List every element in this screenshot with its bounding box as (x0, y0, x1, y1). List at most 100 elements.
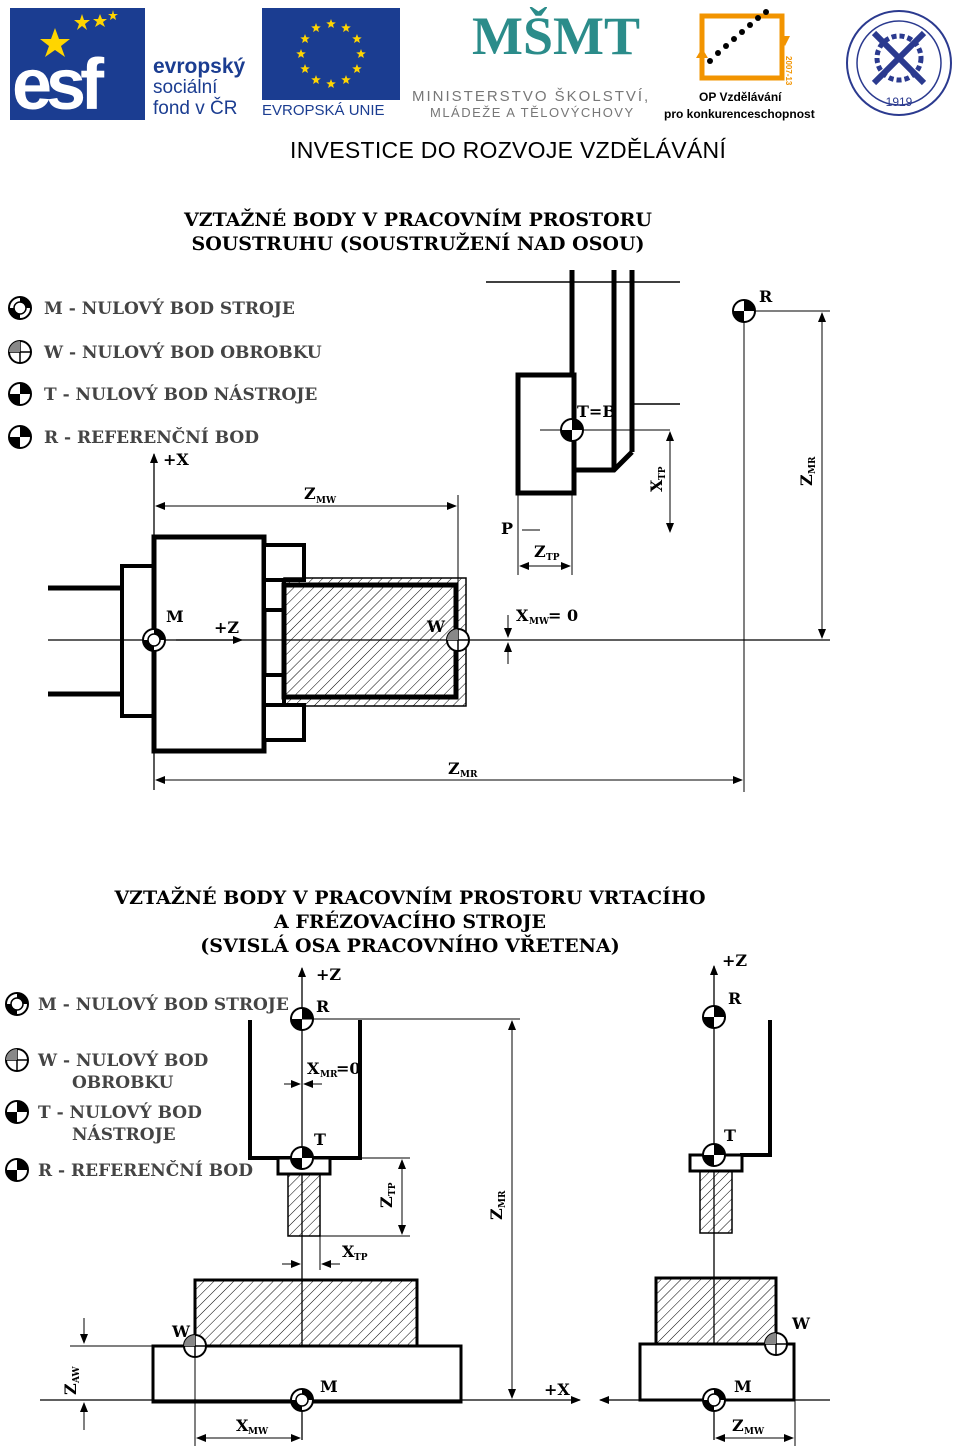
lathe-xtp: X (647, 479, 666, 492)
lathe-m: M (166, 607, 184, 626)
mill-zmr-sub: MR (498, 1190, 508, 1208)
mill-plus-x: +X (544, 1380, 570, 1399)
eu-star-icon (300, 64, 310, 73)
mill-legend-t-2: NÁSTROJE (72, 1124, 176, 1145)
lathe-ztp-sub: TP (546, 553, 560, 563)
esf-line3: fond v ČR (153, 98, 238, 119)
esf-line2: sociální (153, 77, 218, 98)
mill-plus-z: +Z (316, 965, 341, 984)
eu-star-icon (352, 64, 362, 73)
eu-star-icon (352, 34, 362, 43)
msmt-line1: MINISTERSTVO ŠKOLSTVÍ, (412, 88, 651, 105)
lathe-title-1: VZTAŽNÉ BODY V PRACOVNÍM PROSTORU (183, 208, 652, 231)
mill-xmr-val: =0 (336, 1059, 361, 1078)
seal-year: 1919 (886, 95, 913, 109)
legend-m-icon (8, 296, 32, 320)
lathe-r: R (759, 287, 773, 306)
lathe-zmw: Z (304, 484, 316, 503)
legend-r-icon (8, 425, 32, 449)
mill-zmw: Z (732, 1416, 744, 1435)
mill-legend-t-icon (5, 1100, 29, 1124)
mill-xmw: X (236, 1416, 249, 1435)
mill-t: T (314, 1130, 326, 1149)
mill-ztp: Z (377, 1196, 396, 1208)
eu-logo: EVROPSKÁ UNIE (262, 8, 400, 120)
mill-ztp-sub: TP (388, 1182, 398, 1196)
mill-legend-w-2: OBROBKU (72, 1073, 174, 1093)
mill-zmr: Z (487, 1208, 506, 1220)
esf-logo: esf evropský sociální fond v ČR (10, 8, 255, 120)
eu-flag-icon (262, 8, 400, 100)
mill-legend-r: R - REFERENČNÍ BOD (38, 1160, 253, 1181)
lathe-ztp: Z (534, 542, 546, 561)
mill-plus-z-2: +Z (722, 951, 747, 970)
mill-legend-r-icon (5, 1158, 29, 1182)
mill-t-2: T (724, 1126, 736, 1145)
seal-icon: 1919 (846, 10, 952, 116)
lathe-title-2: SOUSTRUHU (SOUSTRUŽENÍ NAD OSOU) (191, 232, 644, 255)
eu-star-icon (300, 34, 310, 43)
lathe-xmw: X (516, 606, 529, 625)
lathe-plus-x: +X (163, 450, 189, 469)
lathe-zmr-bottom: Z (448, 759, 460, 778)
lathe-legend-r: R - REFERENČNÍ BOD (44, 427, 259, 448)
op-logo: 2007-13 OP Vzdělávání pro konkurencescho… (662, 6, 822, 122)
op-line1: OP Vzdělávání (699, 90, 782, 104)
esf-mark: esf (10, 8, 145, 120)
lathe-xmw-val: = 0 (548, 606, 578, 625)
mill-legend-w-1: W - NULOVÝ BOD (37, 1050, 209, 1071)
legend-t-icon (8, 382, 32, 406)
eu-star-icon (326, 79, 336, 88)
op-line2: pro konkurenceschopnost (664, 107, 815, 121)
eu-star-icon (356, 49, 366, 58)
eu-label: EVROPSKÁ UNIE (262, 102, 385, 119)
mill-legend-m-icon (5, 992, 29, 1016)
mill-title-3: (SVISLÁ OSA PRACOVNÍHO VŘETENA) (200, 934, 619, 957)
op-mark-icon: 2007-13 (696, 9, 793, 86)
msmt-mark: MŠMT (472, 6, 640, 66)
mill-legend-w-icon (5, 1048, 29, 1072)
lathe-zmw-sub: MW (316, 496, 337, 506)
lathe-zmr-bottom-sub: MR (460, 770, 478, 780)
lathe-zmr: Z (797, 474, 816, 486)
mill-w-2: W (791, 1314, 811, 1333)
msmt-line2: MLÁDEŽE A TĚLOVÝCHOVY (430, 105, 635, 120)
tagline: INVESTICE DO ROZVOJE VZDĚLÁVÁNÍ (290, 137, 727, 163)
lathe-w: W (426, 617, 446, 636)
esf-text: evropský sociální fond v ČR (153, 56, 245, 119)
mill-xtp-sub: TP (354, 1253, 368, 1263)
lathe-diagram: VZTAŽNÉ BODY V PRACOVNÍM PROSTORU SOUSTR… (8, 208, 830, 792)
mill-zmw-sub: MW (744, 1427, 765, 1437)
lathe-legend-t: T - NULOVÝ BOD NÁSTROJE (44, 384, 317, 405)
esf-stars-icon (40, 10, 118, 57)
mill-xmr: X (307, 1059, 320, 1078)
mill-r-2: R (728, 989, 742, 1008)
msmt-mark-icon: MŠMT (472, 6, 640, 66)
lathe-legend-w: W - NULOVÝ BOD OBROBKU (43, 342, 322, 363)
mill-xtp: X (342, 1242, 355, 1261)
mill-r: R (316, 997, 330, 1016)
op-years: 2007-13 (784, 56, 793, 86)
school-seal: 1919 (844, 8, 954, 118)
mill-m: M (320, 1377, 338, 1396)
lathe-xmw-sub: MW (529, 617, 550, 627)
lathe-zmr-sub: MR (808, 456, 818, 474)
mill-title-2: A FRÉZOVACÍHO STROJE (273, 910, 546, 933)
mill-zaw: Z (61, 1383, 80, 1395)
esf-letters: esf (12, 45, 104, 120)
legend-w-icon (8, 340, 32, 364)
mill-title-1: VZTAŽNÉ BODY V PRACOVNÍM PROSTORU VRTACÍ… (113, 886, 705, 909)
mill-w: W (171, 1322, 191, 1341)
mill-zaw-sub: AW (72, 1365, 82, 1384)
mill-diagram: VZTAŽNÉ BODY V PRACOVNÍM PROSTORU VRTACÍ… (5, 886, 830, 1446)
mill-legend-t-1: T - NULOVÝ BOD (38, 1102, 202, 1123)
lathe-legend-m: M - NULOVÝ BOD STROJE (44, 298, 295, 319)
msmt-logo: MŠMT MINISTERSTVO ŠKOLSTVÍ, MLÁDEŽE A TĚ… (412, 4, 662, 124)
mill-xmw-sub: MW (248, 1427, 269, 1437)
eu-star-icon (311, 75, 321, 84)
eu-star-icon (296, 49, 306, 58)
eu-star-icon (326, 19, 336, 28)
eu-star-icon (341, 23, 351, 33)
lathe-plus-z: +Z (214, 618, 239, 637)
